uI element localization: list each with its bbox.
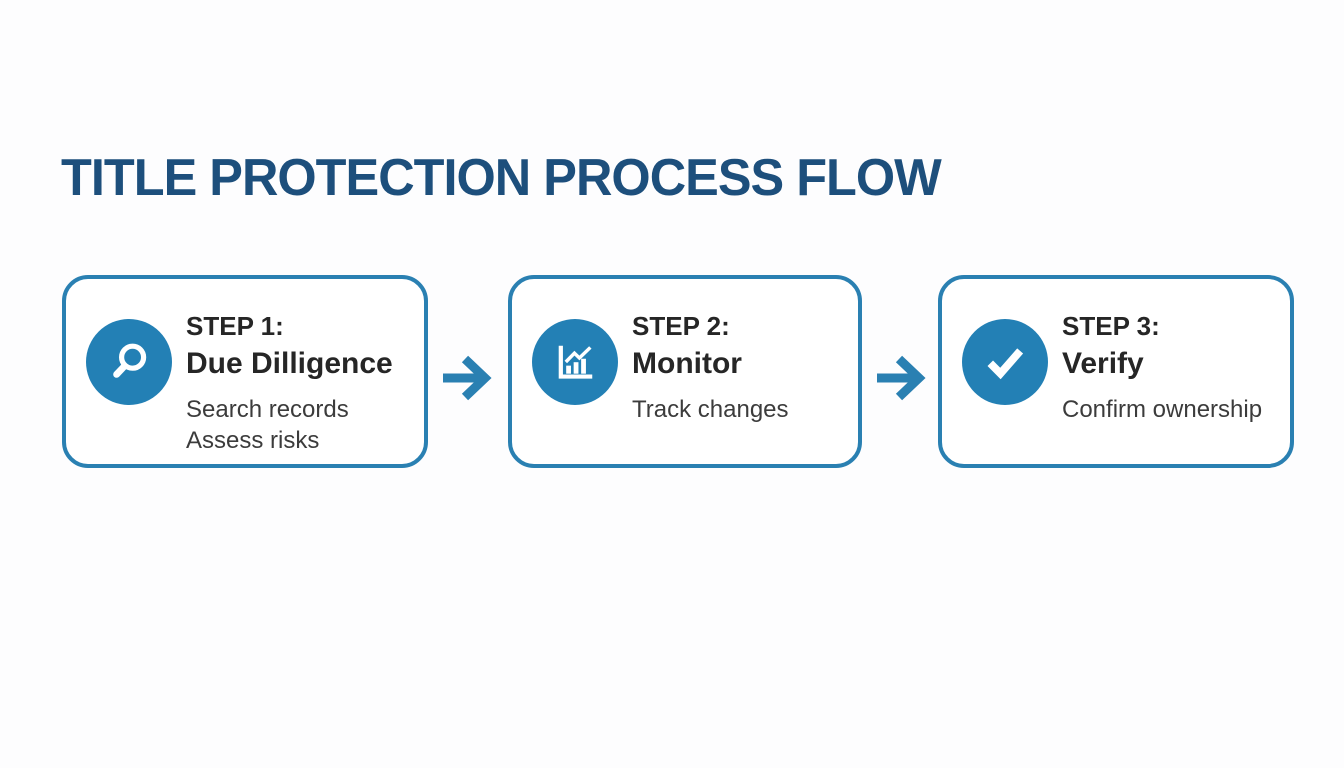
- detail-line: Track changes: [632, 396, 789, 423]
- step-box-verify: STEP 3: Verify Confirm ownership: [938, 275, 1294, 468]
- step-label: STEP 3:: [1062, 311, 1160, 341]
- detail-line: Confirm ownership: [1062, 396, 1263, 423]
- bar-chart-icon: [532, 319, 618, 405]
- step-details: Track changes: [632, 394, 850, 425]
- step-text-block: STEP 1: Due Dilligence Search records As…: [186, 309, 416, 456]
- step-box-due-diligence: STEP 1: Due Dilligence Search records As…: [62, 275, 428, 468]
- detail-line: Search records: [186, 396, 349, 423]
- step-name: Due Dilligence: [186, 347, 393, 380]
- step-details: Confirm ownership: [1062, 394, 1282, 425]
- step-text-block: STEP 2: Monitor Track changes: [632, 309, 850, 425]
- step-name: Monitor: [632, 347, 742, 380]
- detail-line: Assess risks: [186, 427, 320, 454]
- step-label: STEP 2:: [632, 311, 730, 341]
- step-box-monitor: STEP 2: Monitor Track changes: [508, 275, 862, 468]
- magnifier-icon: [86, 319, 172, 405]
- page-title: TITLE PROTECTION PROCESS FLOW: [61, 149, 942, 207]
- checkmark-icon: [962, 319, 1048, 405]
- arrow-right-icon: [874, 351, 928, 405]
- step-text-block: STEP 3: Verify Confirm ownership: [1062, 309, 1282, 425]
- step-name: Verify: [1062, 347, 1144, 380]
- step-label: STEP 1:: [186, 311, 284, 341]
- step-details: Search records Assess risks: [186, 394, 416, 456]
- arrow-right-icon: [440, 351, 494, 405]
